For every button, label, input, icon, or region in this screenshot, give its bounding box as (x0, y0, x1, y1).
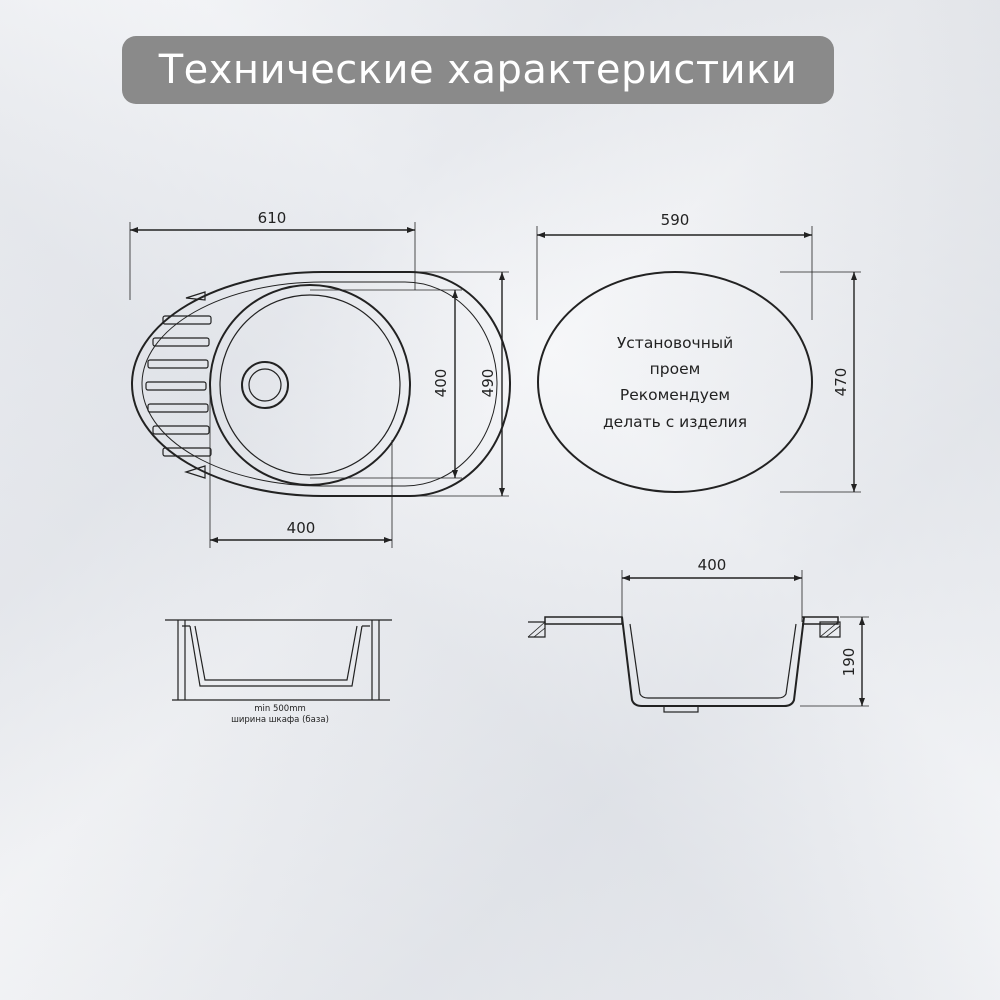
installation-cutout: 590 Установочный проем Рекомендуем делат… (536, 211, 861, 493)
dim-cutout-width: 590 (661, 211, 690, 229)
groove (147, 359, 209, 369)
groove (162, 315, 212, 325)
arrow (622, 575, 630, 581)
groove (185, 291, 206, 301)
arrow (851, 484, 857, 492)
dim-bowl-height: 190 (840, 648, 858, 677)
bowl-profile-inner (194, 625, 358, 681)
hatch (527, 621, 546, 638)
sink-outer-rim (131, 271, 511, 497)
dim-section-bowl-width: 400 (698, 556, 727, 574)
arrow (537, 232, 545, 238)
dim-bowl-width: 400 (287, 519, 316, 537)
arrow (407, 227, 415, 233)
cabinet-width-label: ширина шкафа (база) (231, 715, 329, 725)
dim-bowl-depth: 400 (432, 369, 450, 398)
arrow (384, 537, 392, 543)
cutout-note-line-1: Установочный (617, 334, 733, 352)
left-flange-hatch (528, 621, 546, 638)
dim-overall-depth: 490 (479, 369, 497, 398)
hatch (533, 627, 546, 638)
bowl-section-outer (621, 616, 805, 707)
sink-inner-rim (141, 281, 498, 487)
arrow (452, 290, 458, 298)
arrow (859, 698, 865, 706)
groove (152, 337, 210, 347)
arrow (859, 617, 865, 625)
cutout-note-line-2: проем (650, 360, 701, 378)
arrow (804, 232, 812, 238)
page-title: Технические характеристики (158, 47, 798, 93)
title-banner: Технические характеристики (122, 36, 834, 104)
groove (184, 465, 206, 479)
cabinet-wall-left (177, 620, 186, 700)
drain-inner (248, 368, 282, 402)
hatch (825, 625, 841, 638)
bowl-outer (209, 284, 411, 486)
bowl-section-inner (629, 623, 797, 699)
cabinet-section-view: min 500mm ширина шкафа (база) (165, 619, 392, 725)
sink-profile-section: 400 190 (527, 556, 869, 713)
cabinet-wall-right (371, 620, 380, 700)
arrow (794, 575, 802, 581)
dim-overall-width: 610 (258, 209, 287, 227)
groove (147, 403, 209, 413)
groove (162, 447, 212, 457)
arrow (130, 227, 138, 233)
cutout-note-line-3: Рекомендуем (620, 386, 730, 404)
bowl-inner (219, 294, 401, 476)
arrow (499, 272, 505, 280)
groove (152, 425, 210, 435)
drainboard-grooves (145, 291, 212, 479)
arrow (210, 537, 218, 543)
sink-top-view: 610 400 (129, 209, 511, 548)
dim-cutout-height: 470 (832, 368, 850, 397)
drain-outer (241, 361, 289, 409)
cabinet-min-width: min 500mm (254, 704, 306, 714)
cutout-outline (537, 271, 813, 493)
right-flange-hatch (819, 621, 841, 638)
hatch (819, 621, 839, 638)
drain-outlet (663, 705, 699, 713)
drainboard-profile (544, 616, 623, 625)
arrow (851, 272, 857, 280)
groove (145, 381, 207, 391)
bowl-profile-outer (189, 625, 363, 687)
arrow (452, 470, 458, 478)
cutout-note-line-4: делать с изделия (603, 413, 747, 431)
arrow (499, 488, 505, 496)
